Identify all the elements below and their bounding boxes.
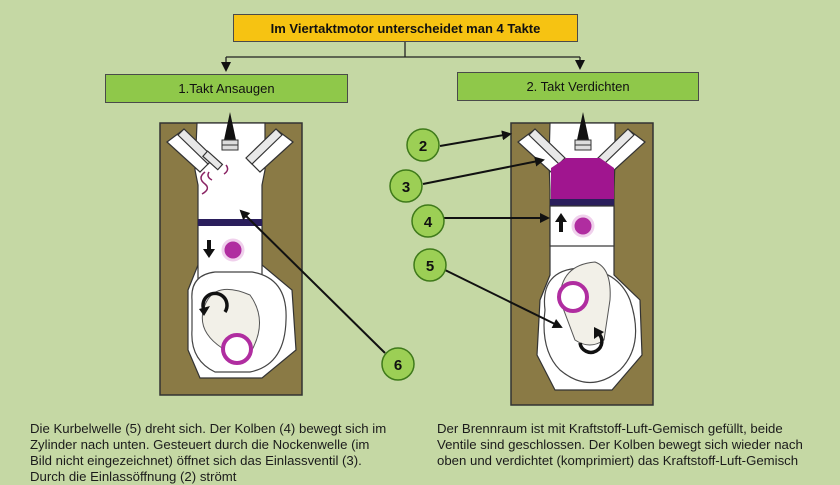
title-box: Im Viertaktmotor unterscheidet man 4 Tak… (233, 14, 578, 42)
crank-pin-right (557, 281, 589, 313)
step1-label-box: 1.Takt Ansaugen (105, 74, 348, 103)
svg-text:5: 5 (426, 258, 434, 275)
rotation-arrow-icon (201, 291, 229, 313)
fuel-air-mixture (551, 158, 614, 200)
svg-text:4: 4 (424, 214, 433, 231)
down-arrow-icon (203, 240, 215, 258)
intake-valve-right (528, 128, 566, 165)
connector-lines (221, 42, 585, 72)
piston-rings-left (198, 219, 262, 226)
svg-text:2: 2 (419, 138, 427, 155)
svg-text:6: 6 (394, 357, 402, 374)
spark-plug-left (221, 112, 239, 151)
spark-plug-right (574, 112, 592, 151)
up-arrow-icon (555, 213, 567, 232)
step2-label-box: 2. Takt Verdichten (457, 72, 699, 101)
callout-4: 4 (411, 204, 445, 238)
pointer-arrows (239, 130, 563, 354)
piston-rings-right (550, 199, 614, 206)
callout-3: 3 (389, 169, 423, 203)
callout-2: 2 (406, 128, 440, 162)
step2-label: 2. Takt Verdichten (526, 79, 630, 94)
crank-pin-left (221, 333, 253, 365)
engine-intake (159, 112, 303, 396)
callout-6: 6 (381, 347, 415, 381)
piston-pin-right (571, 214, 595, 238)
rotation-arrow-icon-right (578, 331, 604, 355)
callout-5: 5 (413, 248, 447, 282)
piston-pin-left (221, 238, 245, 262)
title-text: Im Viertaktmotor unterscheidet man 4 Tak… (270, 20, 541, 36)
engine-diagram: 2 3 4 5 6 (159, 42, 654, 406)
exhaust-valve-left (245, 128, 283, 165)
step2-description: Der Brennraum ist mit Kraftstoff-Luft-Ge… (437, 421, 803, 468)
intake-valve-left (177, 128, 224, 171)
engine-compression (510, 112, 654, 406)
intake-flow-arrows (200, 164, 229, 195)
step1-label: 1.Takt Ansaugen (178, 81, 275, 96)
svg-text:3: 3 (402, 179, 410, 196)
step1-description: Die Kurbelwelle (5) dreht sich. Der Kolb… (30, 421, 387, 484)
